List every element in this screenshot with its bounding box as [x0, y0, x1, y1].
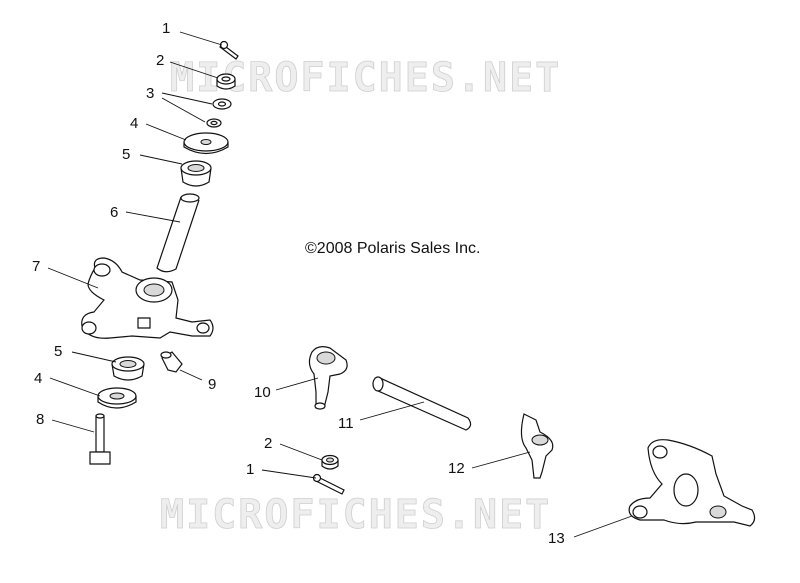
watermark-top: MICROFICHES.NET [170, 55, 561, 101]
callout-1-lower: 1 [246, 461, 254, 478]
nut-lower[interactable] [321, 454, 339, 470]
callout-3: 3 [146, 85, 154, 102]
leader-lines [47, 31, 633, 538]
callout-9: 9 [208, 376, 216, 393]
callout-1-top: 1 [162, 20, 170, 37]
callout-11: 11 [338, 415, 354, 432]
watermark-bottom: MICROFICHES.NET [160, 492, 551, 538]
washer-large-lower[interactable] [97, 387, 137, 409]
washer-small-a[interactable] [212, 98, 232, 110]
callout-7: 7 [32, 258, 40, 275]
callout-10: 10 [254, 384, 271, 401]
copyright-text: ©2008 Polaris Sales Inc. [305, 240, 480, 257]
bolt-plug[interactable] [160, 351, 183, 373]
tie-rod-end-right[interactable] [520, 413, 554, 479]
callout-5-lower: 5 [54, 343, 62, 360]
callout-2-lower: 2 [264, 435, 272, 452]
callout-4-top: 4 [130, 115, 138, 132]
bushing-top[interactable] [180, 160, 212, 187]
callout-12: 12 [448, 460, 465, 477]
callout-8: 8 [36, 411, 44, 428]
washer-small-b[interactable] [206, 118, 222, 128]
callout-5-top: 5 [122, 146, 130, 163]
bolt-long[interactable] [89, 413, 111, 465]
tie-rod-end-left[interactable] [308, 346, 348, 410]
callout-13: 13 [548, 530, 565, 547]
callout-4-lower: 4 [34, 370, 42, 387]
tie-rod-tube[interactable] [372, 376, 472, 431]
nut-top[interactable] [216, 73, 236, 90]
steering-knuckle[interactable] [628, 439, 756, 527]
callout-2-top: 2 [156, 52, 164, 69]
bushing-lower[interactable] [111, 356, 145, 381]
sleeve-tube[interactable] [156, 193, 200, 273]
washer-large-top[interactable] [183, 132, 229, 155]
steering-post-bracket[interactable] [81, 257, 214, 339]
callout-6: 6 [110, 204, 118, 221]
